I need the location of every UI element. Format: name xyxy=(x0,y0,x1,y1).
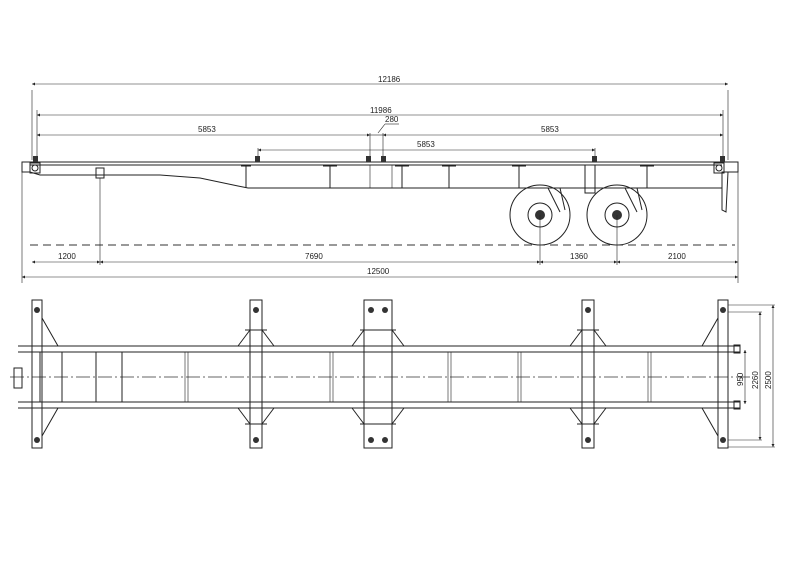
dim-label: 12186 xyxy=(378,75,401,84)
dim-5853-front: 5853 xyxy=(37,125,370,137)
rear-end-beam xyxy=(701,299,775,449)
dim-12500: 12500 xyxy=(22,267,738,279)
dim-label: 11986 xyxy=(370,106,392,115)
dim-label: 7690 xyxy=(305,252,323,261)
dim-1360: 1360 xyxy=(540,252,617,264)
dim-5853-middle: 5853 xyxy=(257,133,596,160)
plan-view: 950 2260 2500 xyxy=(10,299,775,449)
dim-5853-rear: 5853 xyxy=(383,125,723,137)
dim-2500: 2500 xyxy=(764,305,775,447)
dim-label: 2500 xyxy=(764,371,773,389)
dim-label: 280 xyxy=(385,115,399,124)
middle-beams xyxy=(237,299,607,449)
dim-950: 950 xyxy=(736,350,747,404)
wheels xyxy=(509,184,648,246)
dim-label: 2100 xyxy=(668,252,686,261)
dim-label: 1360 xyxy=(570,252,588,261)
dim-11986: 11986 xyxy=(37,106,723,117)
dim-label: 12500 xyxy=(367,267,390,276)
front-end-beam xyxy=(31,299,59,449)
side-view: 12186 11986 5853 280 5853 5853 xyxy=(21,75,739,283)
dim-label: 1200 xyxy=(58,252,76,261)
dim-1200: 1200 xyxy=(32,252,100,264)
dim-280: 280 xyxy=(370,115,399,136)
dim-2260: 2260 xyxy=(751,312,762,440)
dim-label: 5853 xyxy=(417,140,435,149)
dim-2100: 2100 xyxy=(617,252,738,264)
dim-7690: 7690 xyxy=(100,252,540,264)
dim-label: 2260 xyxy=(751,371,760,389)
side-frame xyxy=(21,156,739,213)
dim-label: 5853 xyxy=(541,125,559,134)
dim-label: 5853 xyxy=(198,125,216,134)
dim-label: 950 xyxy=(736,372,745,386)
dim-12186: 12186 xyxy=(32,75,728,86)
